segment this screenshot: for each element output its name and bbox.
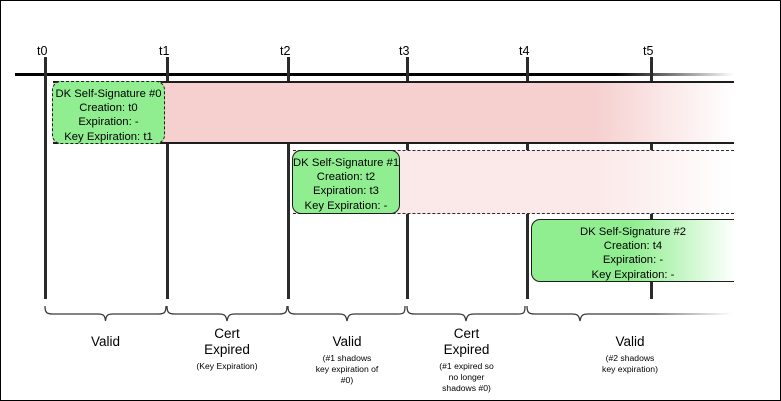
tick-label-t5: t5 [643,44,654,58]
period-label-2: Valid (#1 shadows key expiration of #0) [287,334,407,386]
tick-line-t1 [166,57,169,299]
signature-2-expiration: Expiration: - [602,254,664,267]
period-4-note: (#2 shadows key expiration) [602,353,658,374]
tick-label-t4: t4 [519,44,530,58]
period-4-title: Valid [615,334,645,349]
tick-label-t1: t1 [159,44,170,58]
brace-period-2 [287,306,407,322]
signature-2-title: DK Self-Signature #2 [579,226,687,238]
period-2-title: Valid [332,334,362,349]
signature-1-expiration: Expiration: t3 [313,185,379,198]
period-label-1: Cert Expired (Key Expiration) [166,326,288,372]
validity-band-signature-0 [53,81,734,144]
signature-box-2: DK Self-Signature #2 Creation: t4 Expira… [531,219,734,282]
timeline-axis [15,73,734,76]
period-label-0: Valid [44,334,167,353]
period-3-title: Cert Expired [443,326,490,357]
brace-period-1 [166,306,288,322]
signature-0-title: DK Self-Signature #0 [55,88,162,100]
signature-2-creation: Creation: t4 [603,240,663,253]
period-3-note: (#1 expired so no longer shadows #0) [439,361,494,393]
period-label-4: Valid (#2 shadows key expiration) [526,334,734,375]
period-1-title: Cert Expired [204,326,250,357]
brace-period-0 [44,306,167,322]
period-2-note: (#1 shadows key expiration of #0) [315,353,379,385]
period-label-3: Cert Expired (#1 expired so no longer sh… [406,326,527,394]
signature-0-key-expiration: Key Expiration: t1 [64,130,153,143]
signature-0-creation: Creation: t0 [79,102,138,115]
signature-2-key-expiration: Key Expiration: - [591,268,675,281]
signature-1-creation: Creation: t2 [316,171,376,184]
period-0-title: Valid [90,334,121,349]
tick-label-t0: t0 [37,44,48,58]
signature-0-expiration: Expiration: - [78,116,139,129]
signature-1-title: DK Self-Signature #1 [293,157,400,169]
signature-1-key-expiration: Key Expiration: - [304,199,388,212]
brace-period-4 [526,306,734,322]
signature-box-0: DK Self-Signature #0 Creation: t0 Expira… [52,81,165,144]
brace-period-3 [406,306,527,322]
period-1-note: (Key Expiration) [196,361,258,371]
tick-label-t3: t3 [399,44,410,58]
tick-line-t0 [44,57,47,299]
signature-box-1: DK Self-Signature #1 Creation: t2 Expira… [292,150,400,214]
tick-label-t2: t2 [280,44,291,58]
tick-line-t2 [287,57,290,299]
